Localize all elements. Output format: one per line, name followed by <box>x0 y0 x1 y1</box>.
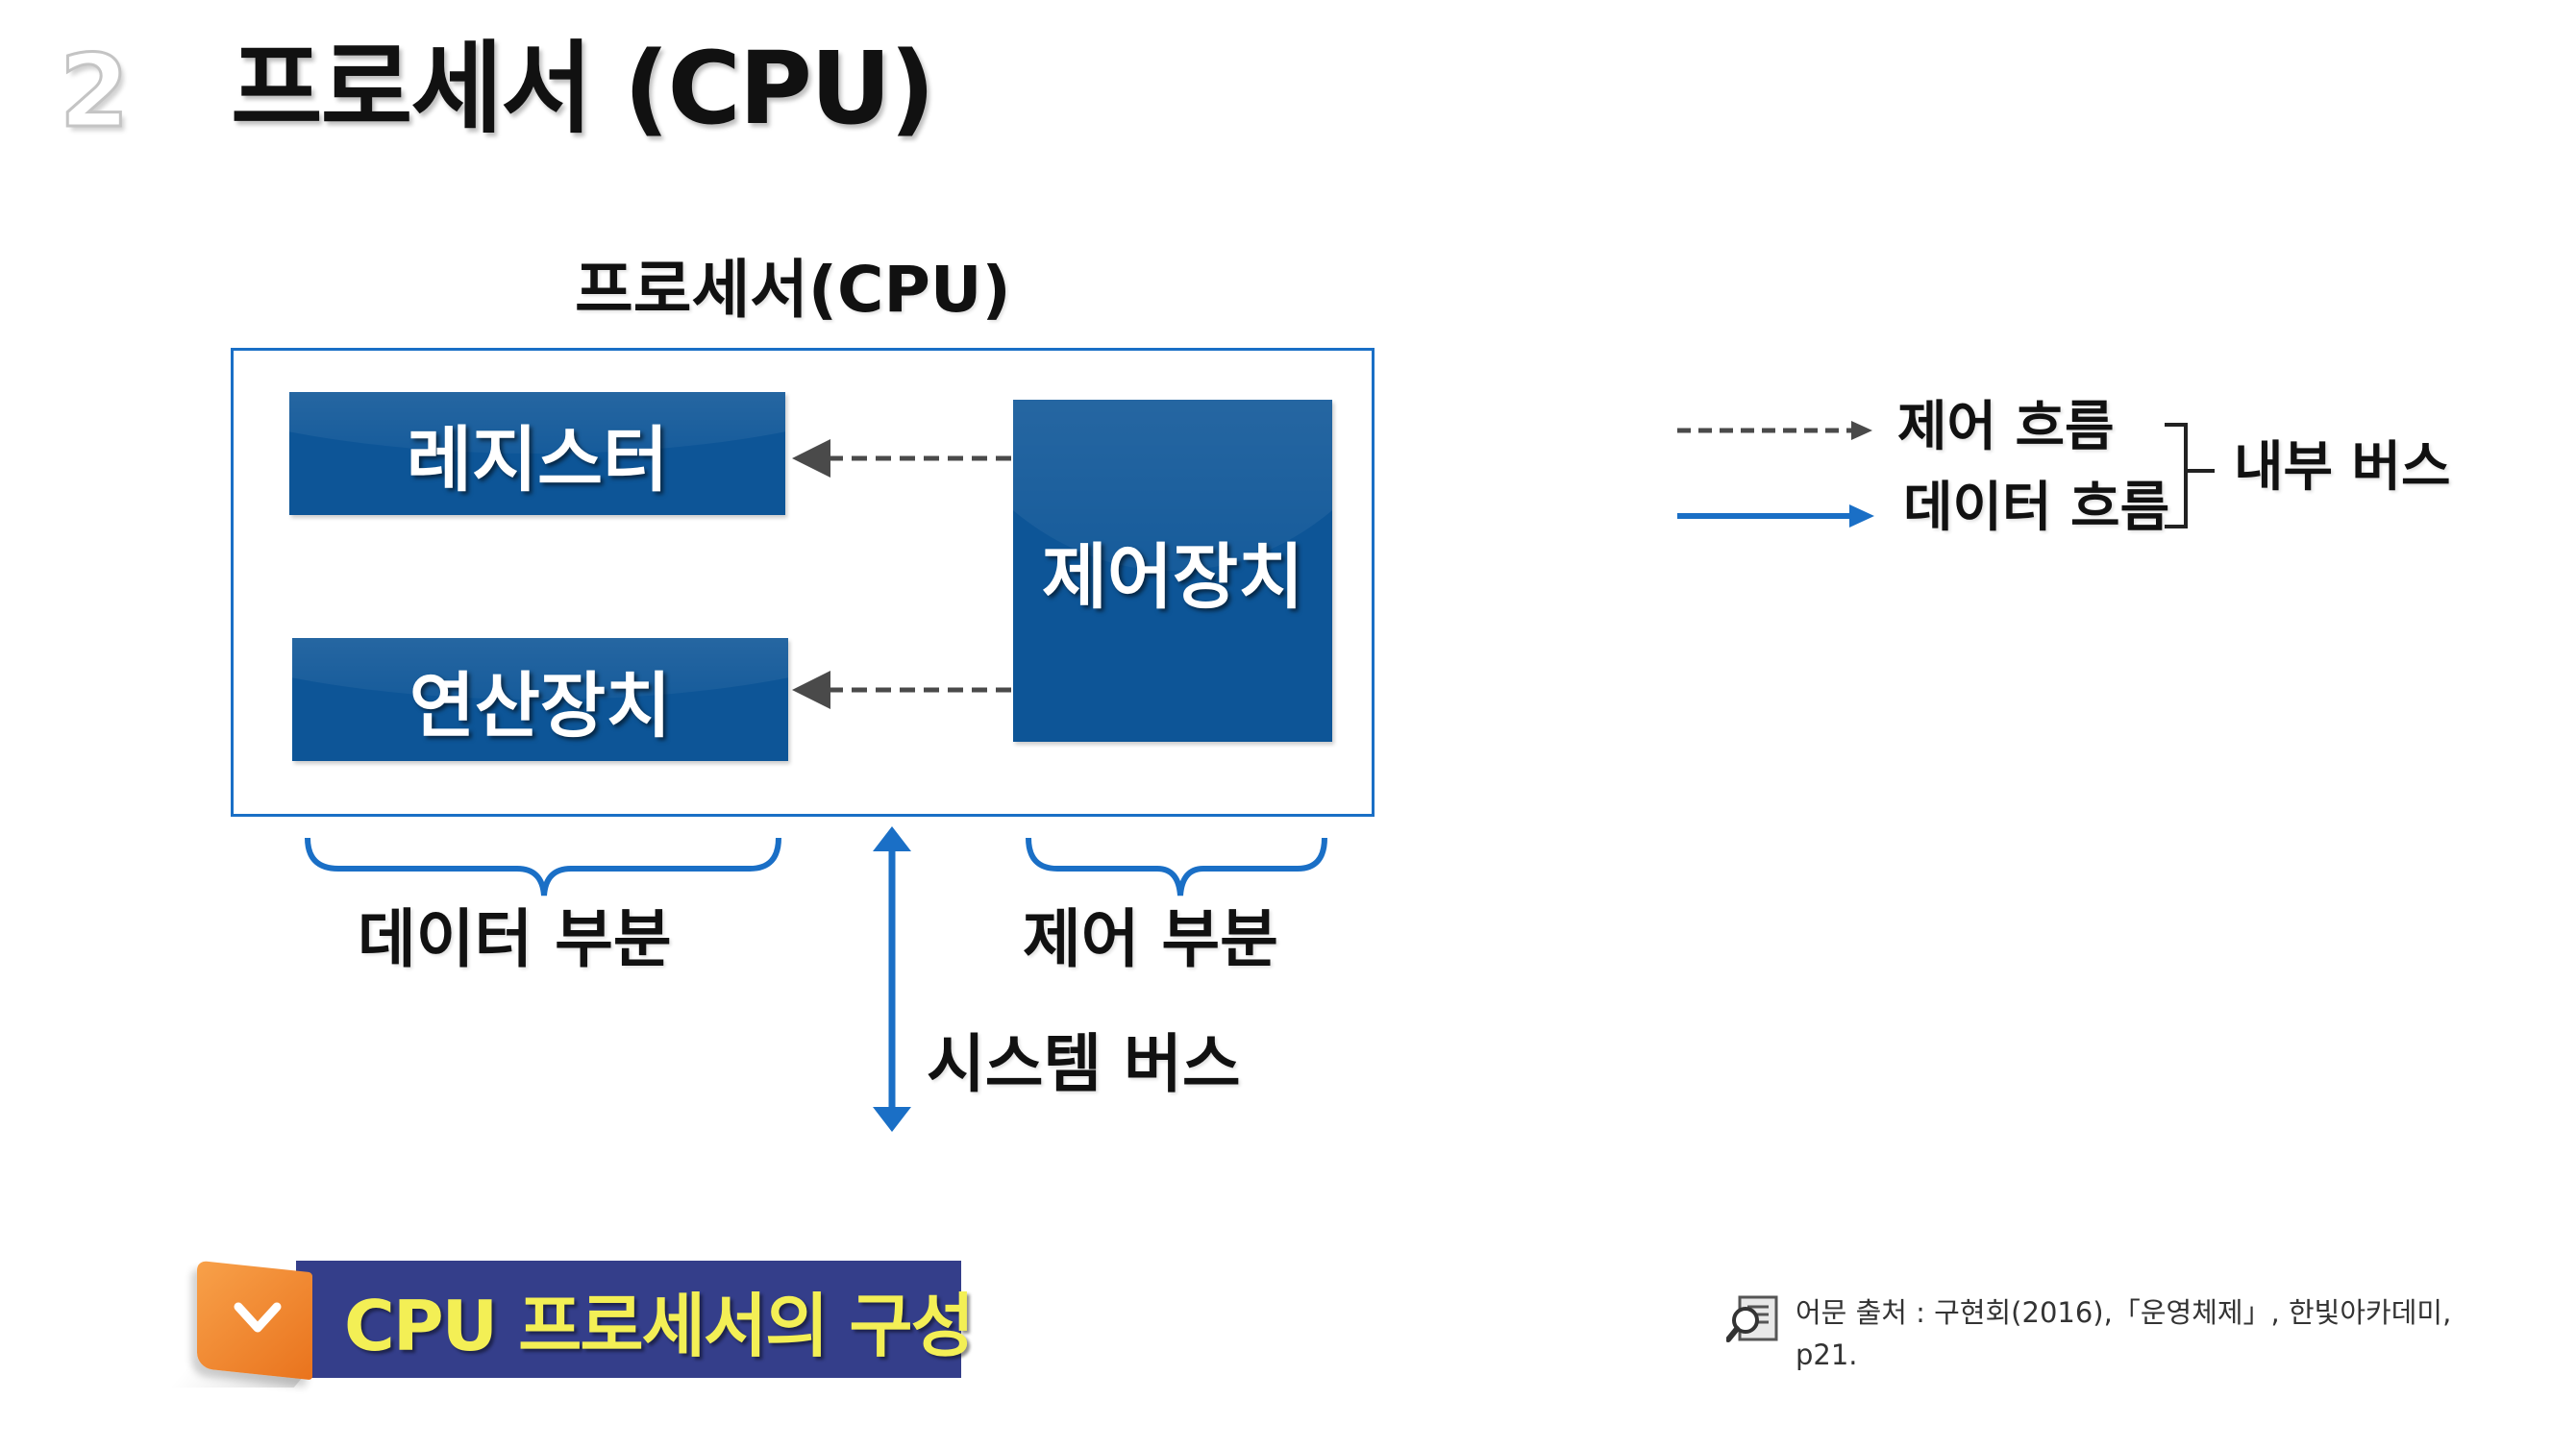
cpu-label: 프로세서(CPU) <box>575 253 1011 327</box>
legend-control-arrowhead <box>1851 421 1872 440</box>
legend-data-arrowhead <box>1849 504 1874 528</box>
summary-banner: CPU 프로세서의 구성 <box>296 1261 975 1378</box>
legend-bracket <box>2165 423 2215 528</box>
slide-number: 2 <box>59 33 131 150</box>
source-line-2: p21. <box>1796 1338 1858 1371</box>
alu-box: 연산장치 <box>292 638 788 761</box>
alu-label: 연산장치 <box>409 664 672 748</box>
system-bus-arrowhead-bottom <box>873 1107 911 1132</box>
source-citation: 어문 출처 : 구현회(2016),「운영체제」, 한빛아카데미, p21. <box>1796 1291 2545 1376</box>
control-unit-box: 제어장치 <box>1013 400 1332 742</box>
control-part-label: 제어 부분 <box>1023 902 1278 976</box>
system-bus-label: 시스템 버스 <box>927 1027 1241 1101</box>
legend-internal-bus: 내부 버스 <box>2234 436 2451 499</box>
slide-title: 프로세서 (CPU) <box>231 30 935 147</box>
register-label: 레지스터 <box>406 418 669 502</box>
search-document-icon <box>1726 1295 1778 1342</box>
control-part-brace <box>1026 837 1327 896</box>
legend-control-flow: 제어 흐름 <box>1897 396 2115 458</box>
register-box: 레지스터 <box>289 392 785 515</box>
source-line-1: 어문 출처 : 구현회(2016),「운영체제」, 한빛아카데미, <box>1796 1296 2452 1329</box>
data-part-label: 데이터 부분 <box>358 902 672 976</box>
system-bus-arrowhead-top <box>873 826 911 851</box>
control-unit-label: 제어장치 <box>1041 535 1304 619</box>
legend-data-flow: 데이터 흐름 <box>1903 477 2170 539</box>
summary-banner-text: CPU 프로세서의 구성 <box>344 1285 975 1366</box>
data-part-brace <box>305 837 781 896</box>
check-icon <box>234 1302 282 1333</box>
